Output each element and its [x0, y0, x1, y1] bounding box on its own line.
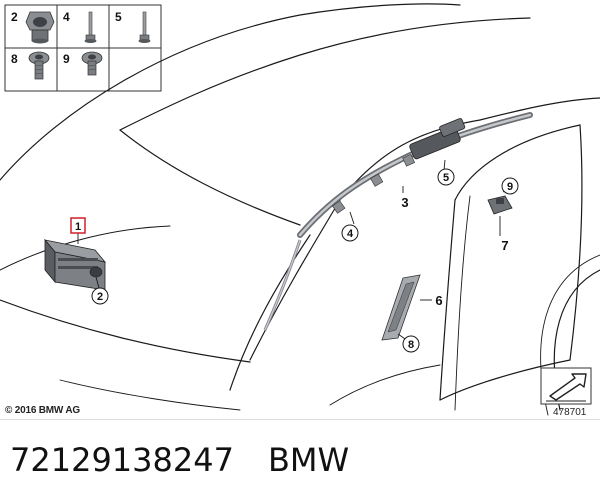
svg-text:4: 4	[347, 228, 354, 240]
callout-7: 7	[501, 238, 508, 253]
grid-cell-2: 2	[11, 10, 55, 44]
rivet-icon	[138, 11, 151, 43]
grid-label-9: 9	[63, 52, 70, 66]
airbag-parts-diagram: 2 4 5	[0, 3, 600, 420]
svg-text:5: 5	[443, 172, 449, 184]
callout-3: 3	[401, 195, 408, 210]
callout-9: 9	[501, 177, 519, 195]
callout-2: 2	[91, 287, 109, 305]
part-number: 72129138247	[10, 441, 234, 479]
grid-cell-4: 4	[63, 10, 97, 43]
bolt-icon	[81, 51, 103, 76]
grid-label-2: 2	[11, 10, 18, 24]
parts-grid: 2 4 5	[4, 4, 162, 92]
knee-airbag-module	[43, 238, 107, 291]
leader-lines	[77, 159, 510, 342]
svg-text:1: 1	[75, 221, 81, 233]
drawing-number: 478701	[553, 407, 587, 418]
callout-6: 6	[435, 293, 442, 308]
grid-cell-9: 9	[63, 51, 103, 76]
callout-4: 4	[341, 224, 359, 242]
grid-label-4: 4	[63, 10, 70, 24]
svg-text:8: 8	[408, 339, 414, 351]
bolt-icon	[28, 51, 50, 80]
svg-text:9: 9	[507, 181, 513, 193]
grid-cell-5: 5	[115, 10, 151, 43]
curtain-airbag	[263, 112, 533, 331]
svg-text:2: 2	[97, 291, 103, 303]
sensor	[487, 195, 513, 215]
rivet-icon	[84, 11, 97, 43]
grid-cell-8: 8	[11, 51, 50, 80]
nut-icon	[25, 11, 55, 44]
grid-label-8: 8	[11, 52, 18, 66]
copyright-notice: © 2016 BMW AG	[5, 405, 80, 416]
svg-text:7: 7	[501, 238, 508, 253]
svg-text:3: 3	[401, 195, 408, 210]
part-caption: 72129138247 BMW	[10, 440, 349, 480]
callout-8: 8	[402, 335, 420, 353]
grid-label-5: 5	[115, 10, 122, 24]
callout-1: 1	[70, 217, 86, 234]
svg-text:6: 6	[435, 293, 442, 308]
orientation-arrow-icon	[540, 367, 592, 405]
side-airbag	[381, 274, 421, 341]
callout-5: 5	[437, 168, 455, 186]
brand-name: BMW	[267, 441, 350, 479]
